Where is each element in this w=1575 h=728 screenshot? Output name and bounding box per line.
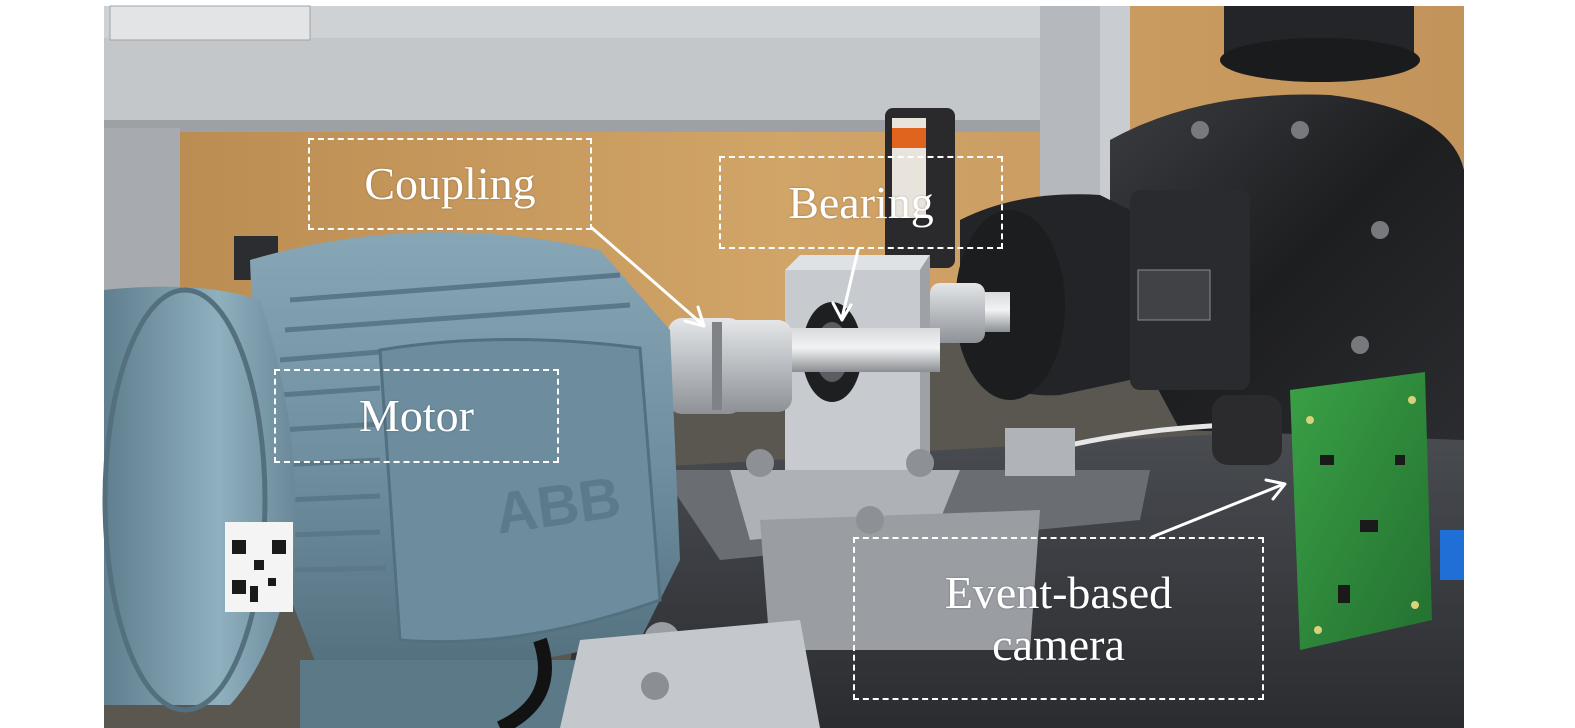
motor-label-text: Motor: [359, 390, 474, 441]
event-camera: [1212, 372, 1464, 650]
event-camera-label-line1: Event-based: [944, 566, 1173, 618]
camera-arrow-icon: [1150, 478, 1287, 539]
coupling: [668, 318, 792, 414]
motor-label: Motor: [274, 369, 559, 463]
bearing-label: Bearing: [719, 156, 1003, 249]
bearing-label-text: Bearing: [788, 176, 934, 228]
coupling-arrow-icon: [590, 226, 706, 328]
pump: [1110, 6, 1464, 440]
coupling-label-text: Coupling: [364, 158, 536, 209]
event-camera-label-line2: camera: [992, 618, 1125, 670]
photo-area: ABB: [102, 5, 1464, 728]
event-camera-label: Event-based camera: [853, 537, 1264, 700]
coupling-label: Coupling: [308, 138, 592, 230]
bearing-arrow-icon: [831, 248, 860, 322]
